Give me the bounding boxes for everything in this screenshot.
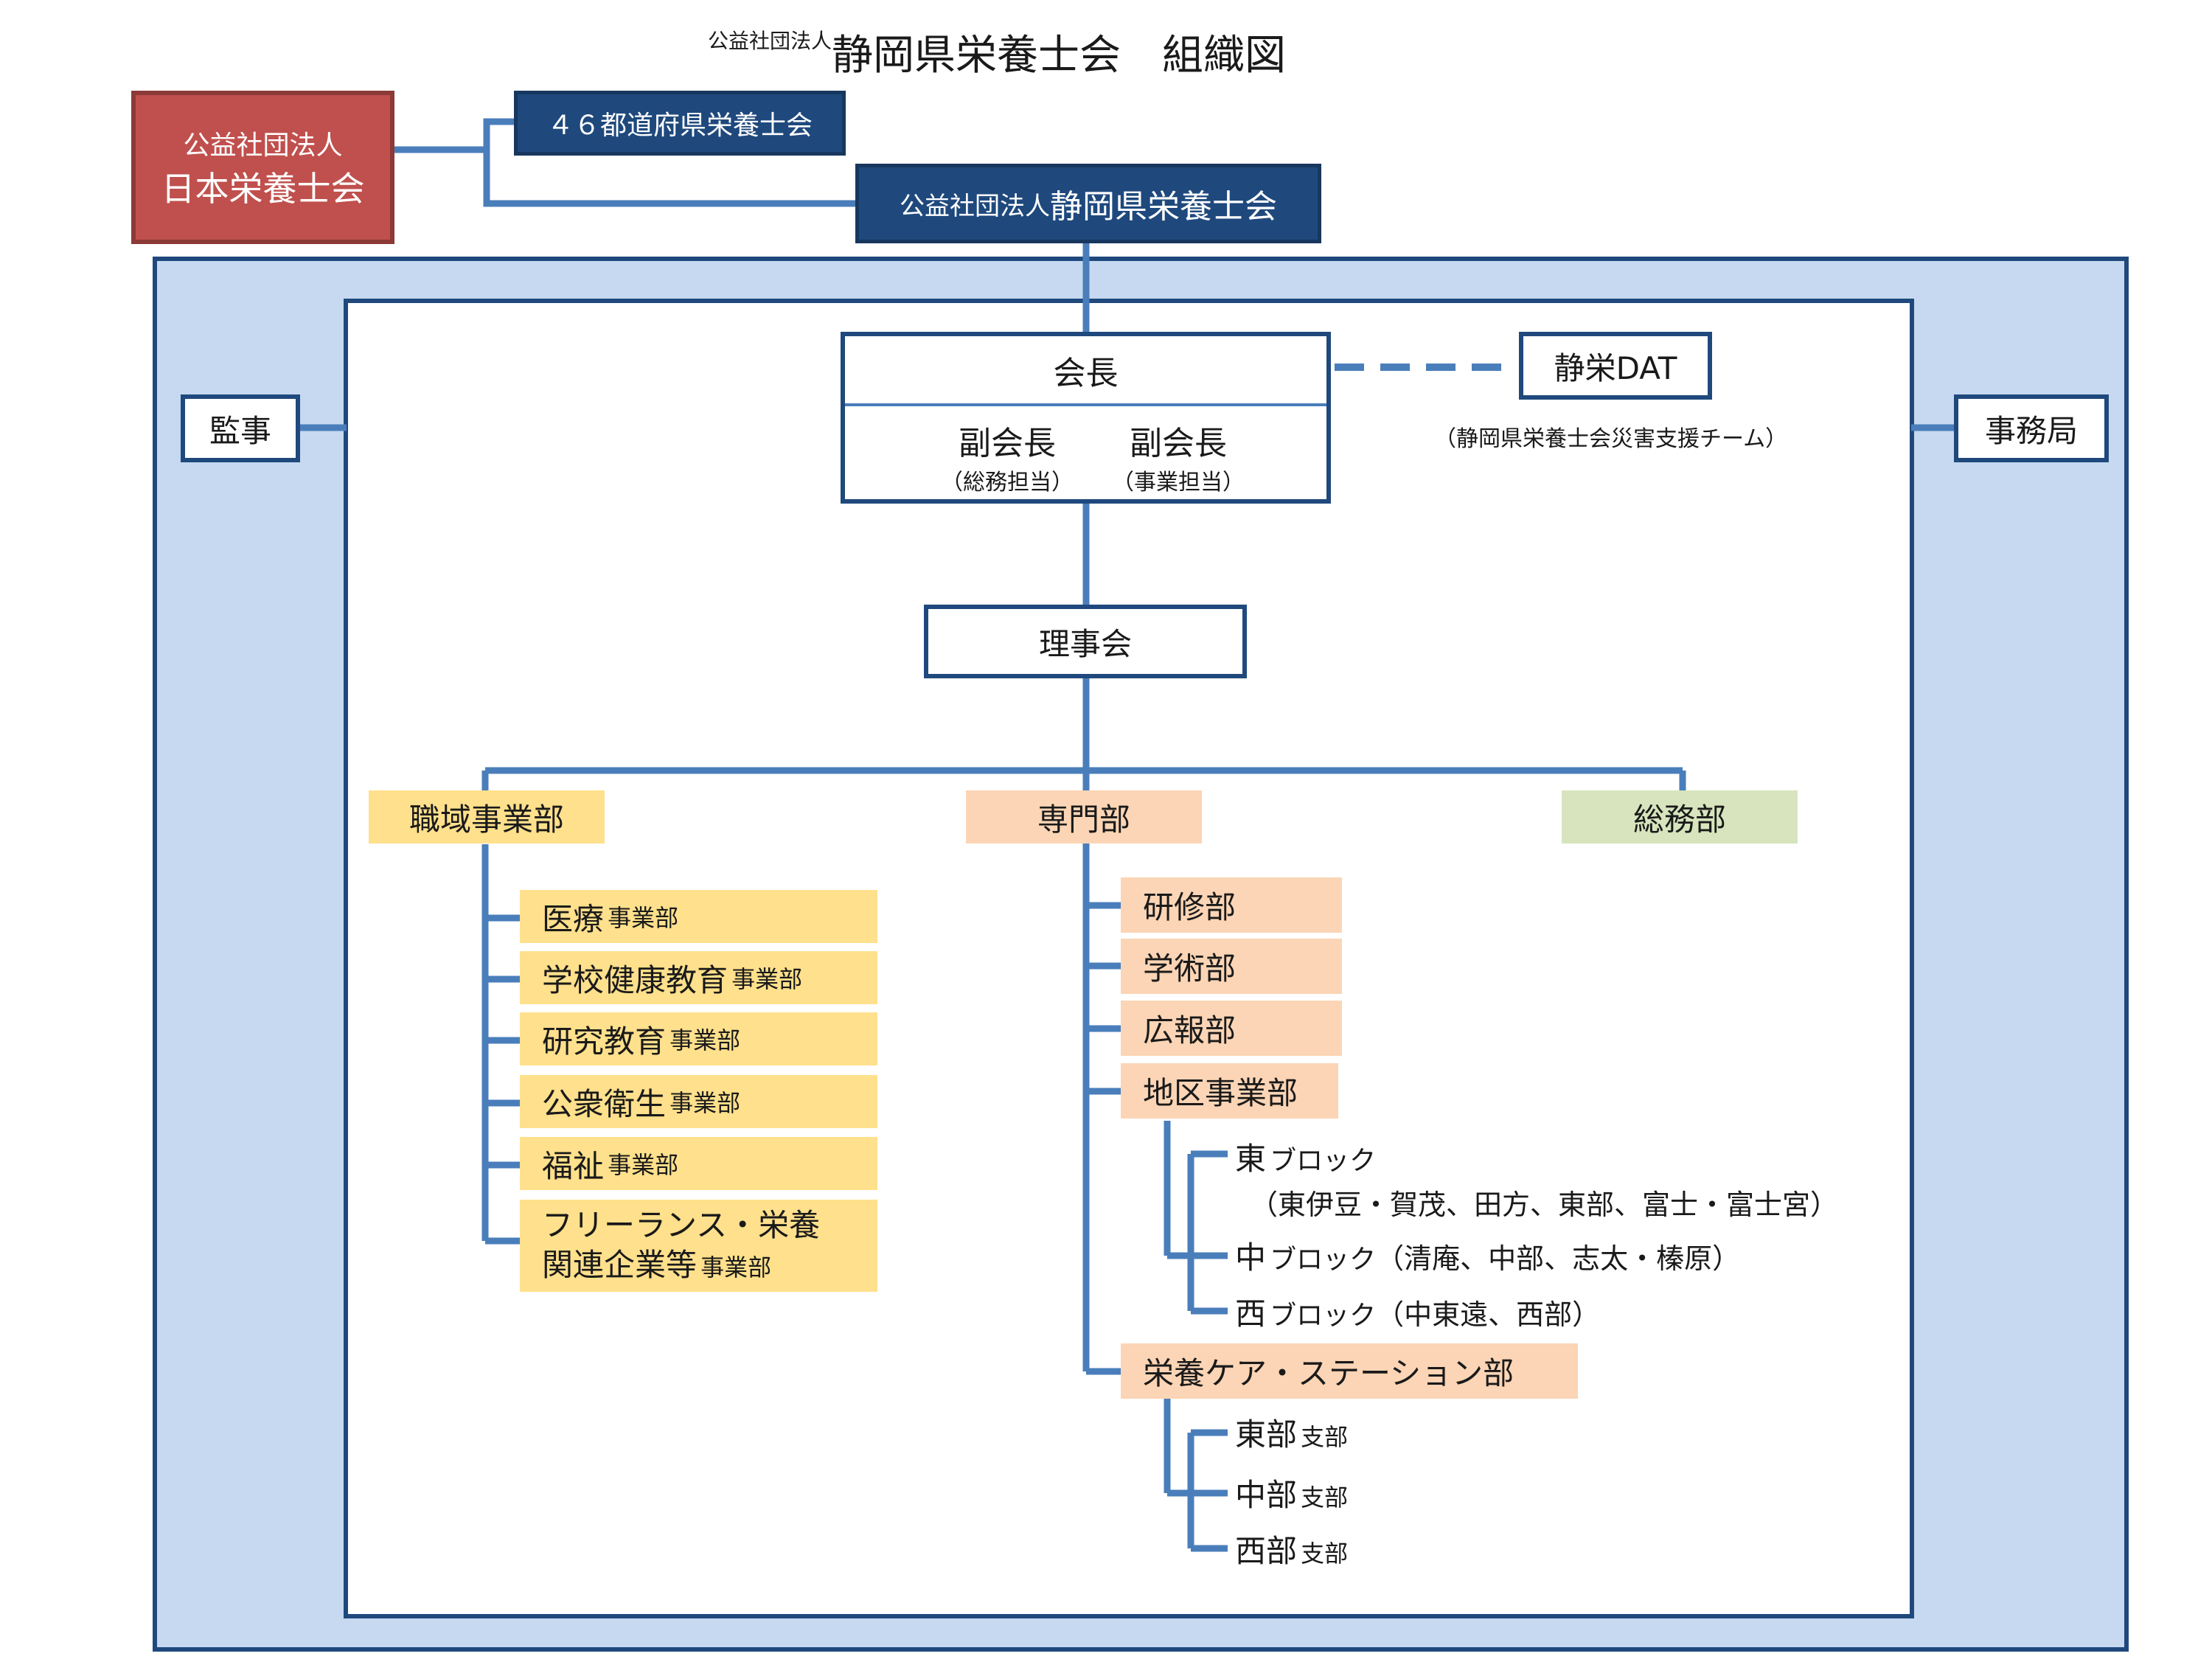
block-west: 西 ブロック（中東遠、西部）	[1235, 1295, 1601, 1332]
workplace-item: 医療 事業部	[520, 890, 877, 943]
block-east: 東 ブロック （東伊豆・賀茂、田方、東部、富士・富士宮）	[1235, 1134, 1899, 1222]
branch-central: 中部 支部	[1235, 1477, 1349, 1513]
specialty-item: 地区事業部	[1121, 1063, 1338, 1119]
vp2-title: 副会長	[1130, 425, 1227, 462]
dept-specialty: 専門部	[966, 790, 1202, 844]
vp2: 副会長 （事業担当）	[1105, 416, 1252, 497]
branch-east: 東部 支部	[1235, 1416, 1349, 1453]
workplace-item: 研究教育 事業部	[520, 1012, 877, 1065]
dat-description: （静岡県栄養士会災害支援チーム）	[1434, 426, 1788, 452]
dat-box: 静栄DAT	[1519, 332, 1712, 400]
workplace-item: 福祉 事業部	[520, 1137, 877, 1190]
block-central: 中 ブロック（清庵、中部、志太・榛原）	[1235, 1239, 1741, 1276]
specialty-item: 栄養ケア・ステーション部	[1121, 1343, 1578, 1399]
auditor-label: 監事	[209, 412, 271, 449]
vp2-sub: （事業担当）	[1112, 470, 1245, 495]
workplace-item: 公衆衛生 事業部	[520, 1075, 877, 1128]
auditor-box: 監事	[181, 394, 300, 462]
vp1-sub: （総務担当）	[941, 470, 1074, 495]
block-east-detail: （東伊豆・賀茂、田方、東部、富士・富士宮）	[1250, 1189, 1839, 1221]
president-title: 会長	[845, 336, 1326, 406]
vp1-title: 副会長	[959, 425, 1056, 462]
page-title: 公益社団法人静岡県栄養士会 組織図	[708, 22, 1371, 81]
dat-label: 静栄DAT	[1554, 349, 1677, 386]
shizuoka-name: 静岡県栄養士会	[1050, 188, 1277, 226]
specialty-item: 学術部	[1121, 939, 1342, 994]
prefectures-box: ４６都道府県栄養士会	[514, 91, 846, 156]
jda-line2: 日本栄養士会	[161, 169, 365, 209]
jda-box: 公益社団法人 日本栄養士会	[131, 91, 394, 244]
president-block: 会長 副会長 （総務担当） 副会長 （事業担当）	[841, 332, 1331, 504]
specialty-item: 研修部	[1121, 877, 1342, 933]
prefectures-label: ４６都道府県栄養士会	[546, 111, 813, 141]
branch-west: 西部 支部	[1235, 1533, 1349, 1569]
workplace-item: 学校健康教育 事業部	[520, 951, 877, 1004]
shizuoka-prefix: 公益社団法人	[900, 191, 1050, 221]
title-main: 静岡県栄養士会 組織図	[832, 32, 1287, 80]
secretariat-label: 事務局	[1984, 412, 2078, 449]
vp1: 副会長 （総務担当）	[933, 416, 1081, 497]
board-box: 理事会	[924, 605, 1247, 678]
dept-general: 総務部	[1562, 790, 1798, 844]
title-prefix: 公益社団法人	[708, 29, 832, 53]
shizuoka-box: 公益社団法人静岡県栄養士会	[855, 164, 1321, 243]
jda-line1: 公益社団法人	[183, 131, 343, 161]
specialty-item: 広報部	[1121, 1001, 1342, 1056]
workplace-item: フリーランス・栄養 関連企業等 事業部	[520, 1200, 877, 1292]
board-label: 理事会	[1038, 625, 1132, 662]
dept-workplace: 職域事業部	[369, 790, 605, 844]
secretariat-box: 事務局	[1954, 394, 2109, 462]
